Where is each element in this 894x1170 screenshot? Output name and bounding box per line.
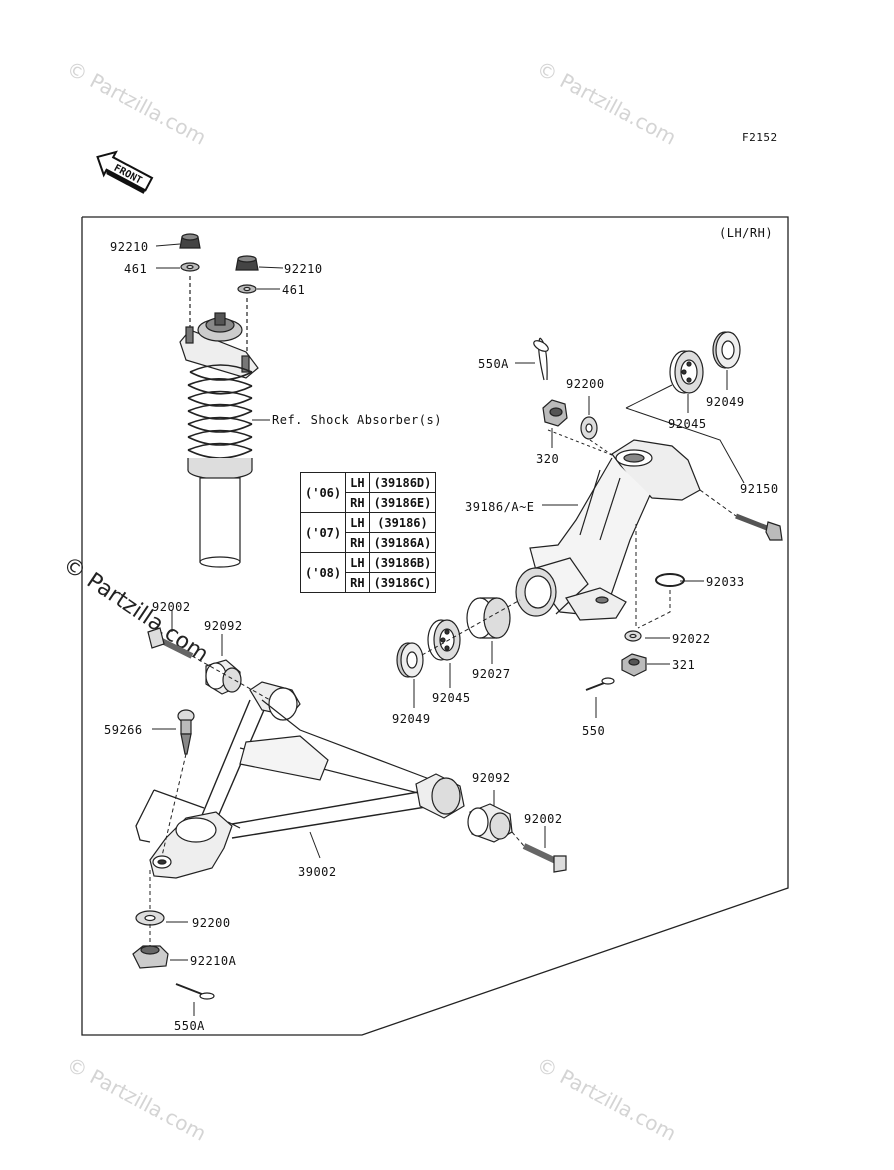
side-cell: LH: [345, 552, 370, 573]
part-label[interactable]: 92092: [472, 771, 511, 785]
side-label: (LH/RH): [719, 226, 774, 240]
part-label[interactable]: 92200: [192, 916, 231, 930]
part-label[interactable]: 92210: [110, 240, 149, 254]
part-label[interactable]: 92150: [740, 482, 779, 496]
part-label[interactable]: 39002: [298, 865, 337, 879]
table-row: ('06) LH (39186D): [299, 472, 437, 513]
part-label[interactable]: 39186/A~E: [465, 500, 535, 514]
part-label[interactable]: 321: [672, 658, 696, 672]
side-cell: LH: [345, 512, 370, 533]
side-cell: RH: [345, 532, 370, 553]
leader-lines: [413, 362, 745, 718]
part-label[interactable]: 92210A: [190, 954, 237, 968]
part-cell[interactable]: (39186A): [368, 532, 437, 553]
part-label[interactable]: 92049: [706, 395, 745, 409]
table-row: RH (39186C): [301, 572, 437, 593]
diagram-border: [81, 216, 789, 1036]
part-cell[interactable]: (39186): [368, 512, 437, 533]
part-cell[interactable]: (39186D): [368, 472, 437, 493]
ref-label: Ref. Shock Absorber(s): [272, 413, 442, 427]
part-label[interactable]: 92027: [472, 667, 511, 681]
part-label[interactable]: 320: [536, 452, 560, 466]
part-label[interactable]: 92045: [432, 691, 471, 705]
part-label[interactable]: 550A: [478, 357, 509, 371]
knuckle-assembly: [396, 331, 783, 691]
part-label[interactable]: 92033: [706, 575, 745, 589]
part-label[interactable]: 92002: [152, 600, 191, 614]
front-arrow-icon: FRONT: [96, 150, 154, 194]
part-label[interactable]: 92049: [392, 712, 431, 726]
side-cell: RH: [345, 492, 370, 513]
year-cell: ('08): [299, 552, 347, 593]
leader-lines: [155, 243, 284, 421]
figure-code: F2152: [742, 131, 778, 144]
part-label[interactable]: 461: [124, 262, 148, 276]
year-cell: ('06): [299, 472, 347, 513]
year-cell: ('07): [299, 512, 347, 553]
a-arm-assembly: [132, 627, 567, 1000]
leader-lines: [149, 610, 546, 1016]
part-label[interactable]: 550A: [174, 1019, 205, 1033]
part-cell[interactable]: (39186E): [368, 492, 437, 513]
part-label[interactable]: 92210: [284, 262, 323, 276]
year-part-table: ('06) LH (39186D) RH (39186E) ('07) LH (…: [299, 472, 437, 593]
part-label[interactable]: 92022: [672, 632, 711, 646]
table-row: ('07) LH (39186): [299, 512, 437, 553]
part-label[interactable]: 92092: [204, 619, 243, 633]
part-label[interactable]: 59266: [104, 723, 143, 737]
side-cell: LH: [345, 472, 370, 493]
part-label[interactable]: 550: [582, 724, 606, 738]
shock-absorber: [179, 233, 259, 568]
part-label[interactable]: 92045: [668, 417, 707, 431]
part-cell[interactable]: (39186C): [368, 572, 437, 593]
part-label[interactable]: 92002: [524, 812, 563, 826]
part-label[interactable]: 461: [282, 283, 306, 297]
table-row: ('08) LH (39186B): [299, 552, 437, 593]
table-row: RH (39186E): [301, 492, 437, 513]
side-cell: RH: [345, 572, 370, 593]
part-cell[interactable]: (39186B): [368, 552, 437, 573]
part-label[interactable]: 92200: [566, 377, 605, 391]
